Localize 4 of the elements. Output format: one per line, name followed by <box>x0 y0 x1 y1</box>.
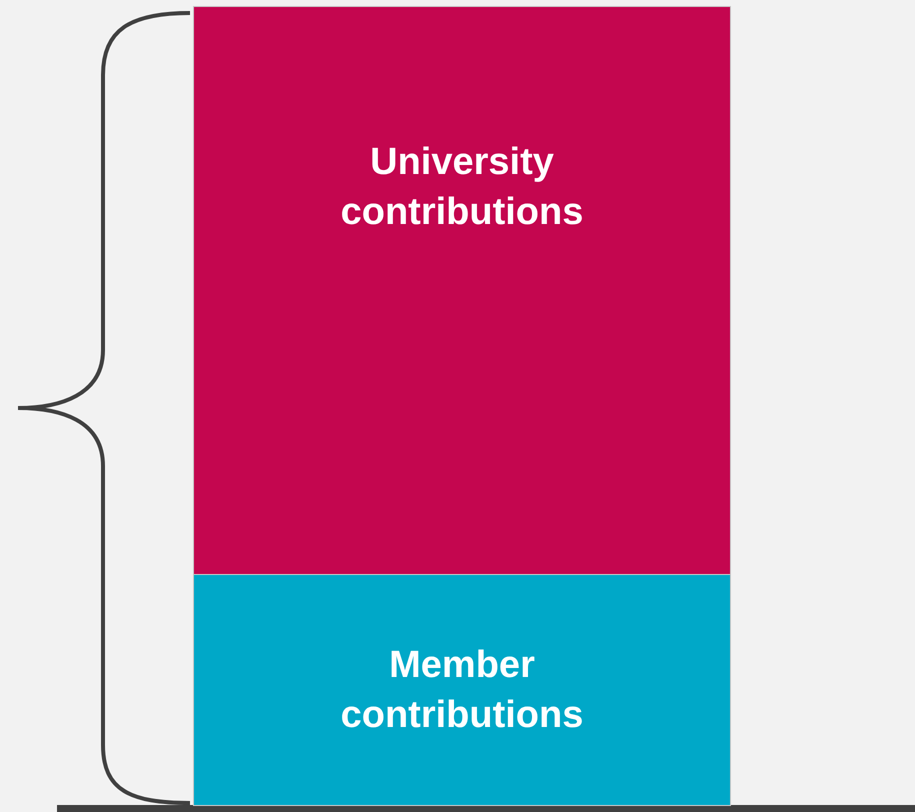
stacked-block <box>193 574 731 806</box>
block-label: Member contributions <box>340 643 584 738</box>
block-label: University contributions <box>340 140 584 235</box>
stacked-block <box>193 6 731 575</box>
